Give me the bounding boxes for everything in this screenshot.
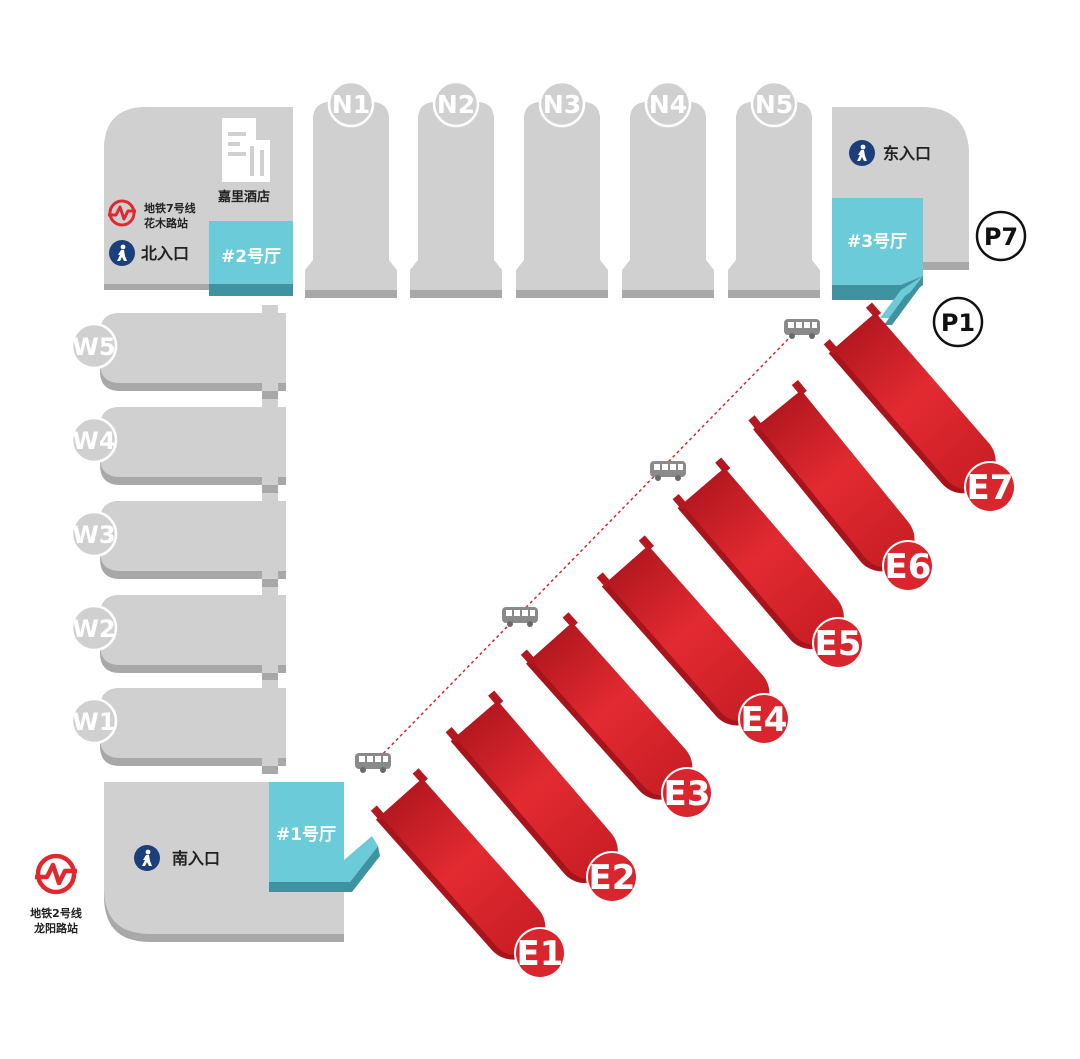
hall-label: E6	[885, 547, 932, 587]
metro7-line-label: 地铁7号线	[144, 201, 196, 215]
hall-label: N4	[649, 90, 687, 119]
hall1-label: #1号厅	[276, 825, 336, 845]
hall-label: E4	[741, 700, 788, 740]
hall-badge	[70, 604, 118, 652]
southwest-lobby-block: #1号厅	[104, 782, 380, 942]
hall-label: W5	[72, 333, 115, 361]
hall-badge	[327, 80, 375, 128]
metro7-station-label: 花木路站	[144, 216, 188, 230]
hall-label: W4	[72, 427, 115, 455]
hall-label: E3	[664, 774, 711, 814]
svg-text:P7: P7	[984, 223, 1018, 251]
east-entrance-label: 东入口	[883, 144, 931, 163]
east-hall-e4[interactable]: E4	[595, 535, 790, 745]
hall-badge	[70, 322, 118, 370]
hall2-label: #2号厅	[221, 247, 281, 267]
west-hall-w2[interactable]: W2	[70, 587, 286, 681]
hall-label: N2	[437, 90, 475, 119]
north-hall-n5[interactable]: N5	[728, 80, 820, 298]
east-hall-e3[interactable]: E3	[519, 612, 713, 819]
east-hall-e6[interactable]: E6	[747, 379, 934, 592]
metro-logo-icon	[35, 856, 77, 892]
north-halls: N1 N2 N3 N4 N5	[305, 80, 820, 298]
shuttle-bus-route	[374, 326, 801, 763]
hall-label: W2	[72, 615, 115, 643]
hall-label: E7	[967, 468, 1014, 508]
hall-badge-inner	[516, 929, 564, 977]
bus-icon	[502, 607, 538, 627]
hall-badge-inner	[588, 853, 636, 901]
hall-badge-inner	[884, 542, 932, 590]
north-hall-n4[interactable]: N4	[622, 80, 714, 298]
west-hall-w1[interactable]: W1	[70, 680, 286, 774]
hall-badge-inner	[814, 619, 862, 667]
hall-badge	[70, 510, 118, 558]
north-entrance-label: 北入口	[141, 244, 189, 263]
hall-badge	[70, 697, 118, 745]
east-hall-e7[interactable]: E7	[822, 302, 1016, 513]
hall1-lobby	[269, 782, 344, 882]
hotel-label: 嘉里酒店	[217, 189, 270, 205]
hall-badge-inner	[740, 695, 788, 743]
hall-badge	[538, 80, 586, 128]
east-hall-e2[interactable]: E2	[444, 690, 638, 903]
west-hall-w3[interactable]: W3	[70, 493, 286, 587]
pedestrian-icon	[134, 845, 160, 871]
hall-label: N5	[755, 90, 793, 119]
hall-label: N1	[332, 90, 370, 119]
parking-p7-marker: P7	[975, 210, 1027, 262]
hall-badge	[432, 80, 480, 128]
west-hall-w5[interactable]: W5	[70, 305, 286, 399]
hall-label: E5	[815, 624, 862, 664]
west-hall-w4[interactable]: W4	[70, 399, 286, 493]
hall-label: N3	[543, 90, 581, 119]
metro2-station-label: 龙阳路站	[33, 921, 78, 935]
metro2-line-label: 地铁2号线	[30, 906, 82, 920]
hall-label: E2	[589, 858, 636, 898]
hall-label: E1	[517, 934, 564, 974]
hall2-lobby	[209, 221, 293, 284]
hall-badge	[750, 80, 798, 128]
hall-badge-inner	[966, 463, 1014, 511]
hall-badge-inner	[663, 769, 711, 817]
east-hall-e5[interactable]: E5	[671, 457, 864, 669]
hall3-lobby	[832, 198, 923, 290]
parking-p1-marker: P1	[932, 296, 984, 348]
north-hall-n2[interactable]: N2	[410, 80, 502, 298]
east-halls: E1 E2 E3 E4 E5 E6 E7	[369, 302, 1016, 979]
north-hall-n1[interactable]: N1	[305, 80, 397, 298]
pedestrian-icon	[109, 240, 135, 266]
hall-label: W3	[72, 521, 115, 549]
north-hall-n3[interactable]: N3	[516, 80, 608, 298]
svg-text:P1: P1	[941, 309, 975, 337]
hall3-label: #3号厅	[847, 232, 907, 252]
hall-badge	[70, 416, 118, 464]
hall-label: W1	[72, 708, 115, 736]
building-icon	[222, 118, 270, 182]
northeast-lobby-block: #3号厅	[832, 107, 969, 325]
east-hall-e1[interactable]: E1	[369, 768, 566, 979]
bus-icon	[355, 753, 391, 773]
hall-badge	[644, 80, 692, 128]
pedestrian-icon	[849, 140, 875, 166]
bus-icon	[784, 319, 820, 339]
bus-icon	[650, 461, 686, 481]
south-entrance-label: 南入口	[172, 849, 220, 868]
